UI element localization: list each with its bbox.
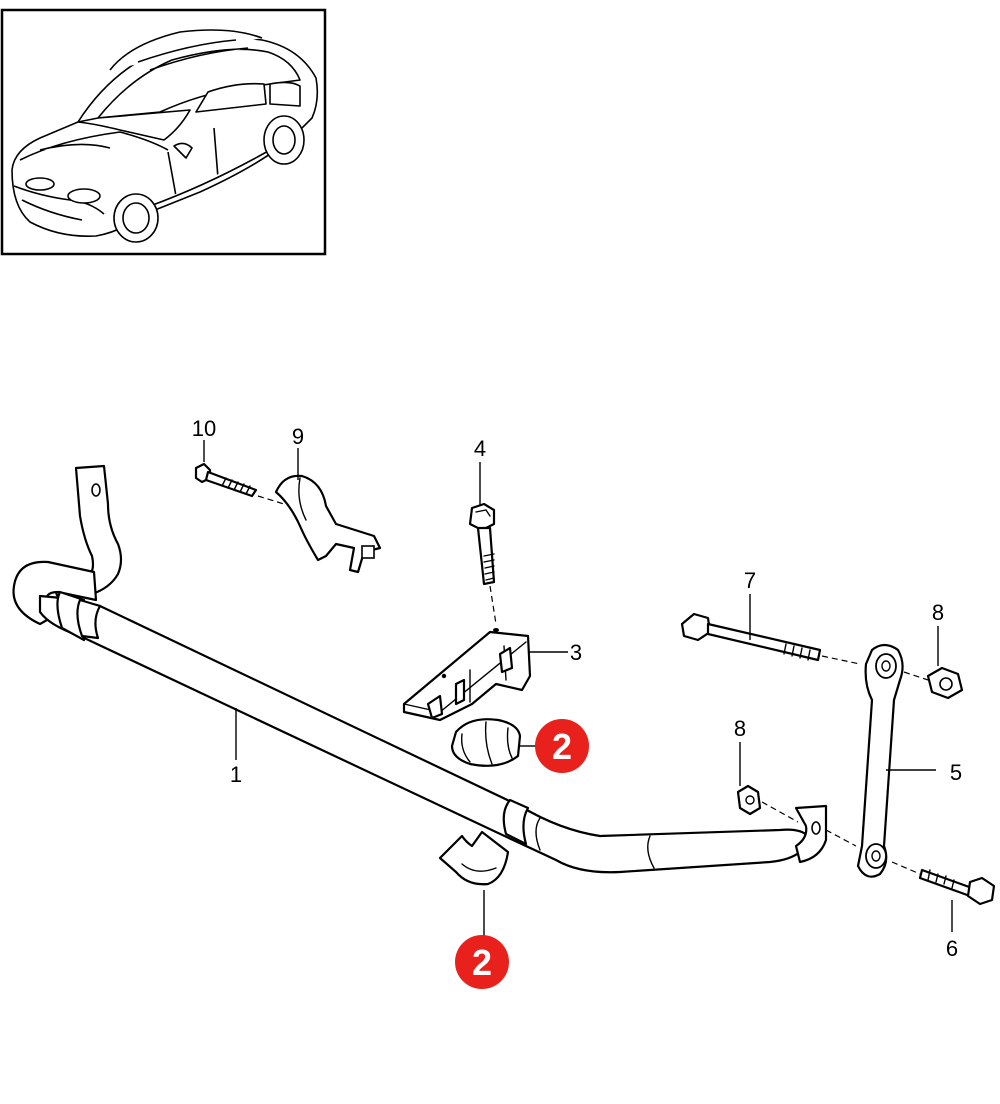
leader-lines bbox=[203, 440, 953, 950]
callout-labels: 1 3 4 5 6 7 8 8 9 10 bbox=[192, 416, 962, 961]
vehicle-thumbnail bbox=[0, 8, 327, 256]
link-bolt-short bbox=[891, 861, 996, 906]
stabilizer-link bbox=[825, 643, 929, 878]
clip-screw bbox=[194, 462, 285, 505]
callout-8-upper: 8 bbox=[932, 600, 944, 625]
callout-8-lower: 8 bbox=[734, 716, 746, 741]
link-bolt-long bbox=[680, 612, 861, 665]
bushing-lower bbox=[438, 830, 510, 886]
callout-10: 10 bbox=[192, 416, 216, 441]
bracket-bolt bbox=[468, 502, 497, 625]
callout-1: 1 bbox=[230, 762, 242, 787]
callout-9: 9 bbox=[292, 424, 304, 449]
callout-5: 5 bbox=[950, 760, 962, 785]
callout-6: 6 bbox=[946, 936, 958, 961]
callout-7: 7 bbox=[744, 568, 756, 593]
nut-upper bbox=[926, 666, 964, 700]
stabilizer-bar bbox=[12, 464, 828, 874]
nut-lower bbox=[736, 784, 799, 823]
highlight-badge-lower[interactable]: 2 bbox=[455, 935, 509, 989]
bracket-clip bbox=[274, 474, 382, 574]
car-drawing bbox=[11, 29, 319, 243]
bushing-upper bbox=[450, 718, 522, 767]
highlight-label-lower: 2 bbox=[472, 942, 492, 983]
highlight-badge-upper[interactable]: 2 bbox=[535, 719, 589, 773]
mounting-bracket bbox=[402, 628, 532, 722]
callout-4: 4 bbox=[474, 436, 486, 461]
callout-3: 3 bbox=[570, 640, 582, 665]
highlight-label-upper: 2 bbox=[552, 726, 572, 767]
